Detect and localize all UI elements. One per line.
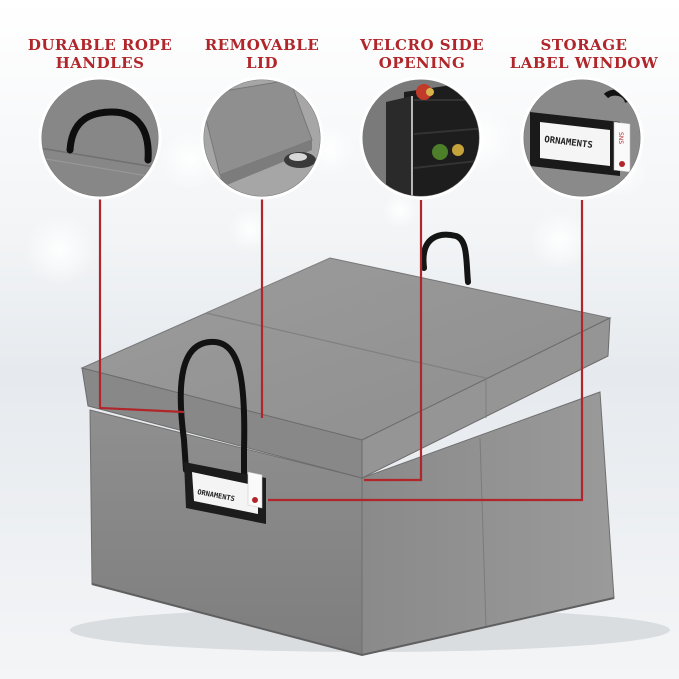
detail-circle-velcro-opening: [359, 76, 483, 200]
label-window: ORNAMENTS: [184, 462, 266, 524]
feature-label-rope-handles: DURABLE ROPE HANDLES: [22, 36, 178, 72]
feature-label-velcro-opening: VELCRO SIDE OPENING: [352, 36, 492, 72]
feature-label-line1: DURABLE ROPE: [27, 36, 173, 54]
feature-label-label-window: STORAGE LABEL WINDOW: [506, 36, 662, 72]
feature-label-removable-lid: REMOVABLE LID: [196, 36, 328, 72]
feature-label-line2: LID: [245, 54, 279, 72]
feature-label-line2: OPENING: [378, 54, 466, 72]
callout-lines: [98, 190, 584, 502]
feature-label-line1: REMOVABLE: [204, 36, 320, 54]
brand-text: SNS: [617, 132, 624, 144]
feature-label-line2: HANDLES: [55, 54, 145, 72]
feature-label-line1: VELCRO SIDE: [359, 36, 485, 54]
detail-circle-removable-lid: [200, 76, 324, 200]
storage-box: ORNAMENTS: [80, 231, 615, 657]
feature-label-line2: LABEL WINDOW: [509, 54, 659, 72]
detail-circle-label-window: ORNAMENTS SNS: [520, 76, 644, 200]
detail-circle-rope-handle: [38, 76, 162, 200]
feature-label-line1: STORAGE: [540, 36, 628, 54]
